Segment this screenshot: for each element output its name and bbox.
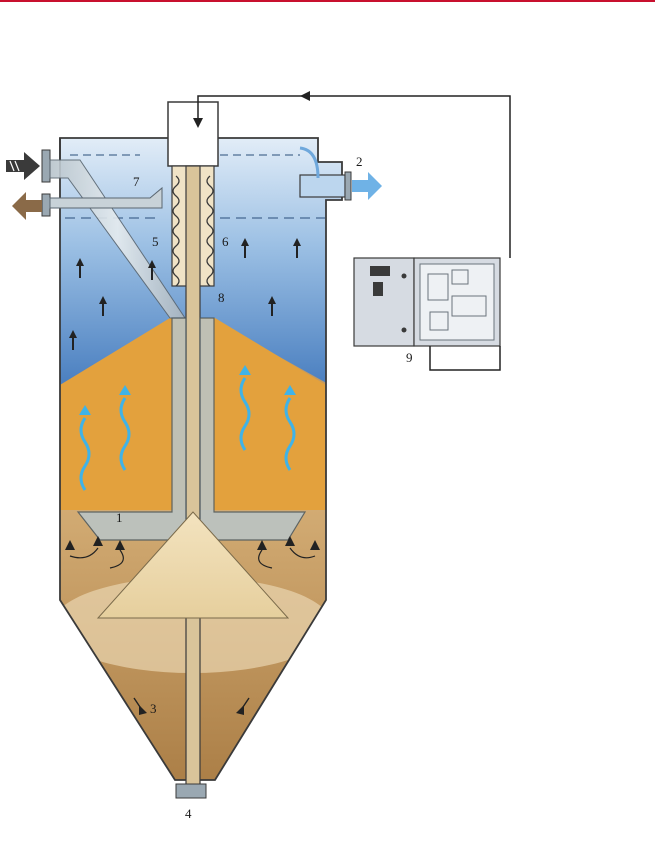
washer-spiral <box>172 175 214 287</box>
flow-arrow-icon <box>69 238 301 350</box>
label-reject-weir: 7 <box>133 174 140 189</box>
tank-outline <box>59 137 343 781</box>
air-lift-pipe <box>185 165 201 787</box>
bottom-drain <box>175 783 207 799</box>
water-surface-lines <box>65 154 325 219</box>
label-airlift-inlet: 4 <box>185 806 192 821</box>
label-sand-bed: 3 <box>150 701 157 716</box>
distributor-outflow-arrows <box>65 536 320 550</box>
label-washer-right: 6 <box>222 234 229 249</box>
air-line <box>197 95 511 371</box>
header-rule <box>0 0 655 2</box>
sand-cone <box>96 511 290 619</box>
wavy-upflow-arrow-icon <box>79 377 296 491</box>
air-lift-head <box>167 101 219 167</box>
label-distributor: 1 <box>116 510 123 525</box>
inlet-arrow-icon <box>6 152 40 180</box>
reject-arrow-icon <box>12 192 42 220</box>
control-cabinet <box>353 257 501 347</box>
label-filtrate-outlet: 2 <box>356 154 363 169</box>
label-sand-washer: 5 <box>152 234 159 249</box>
label-washer-bottom: 8 <box>218 290 225 305</box>
label-control-cabinet: 9 <box>406 350 413 365</box>
outlet-arrow-icon <box>352 172 382 200</box>
outlet-weir <box>299 146 352 201</box>
